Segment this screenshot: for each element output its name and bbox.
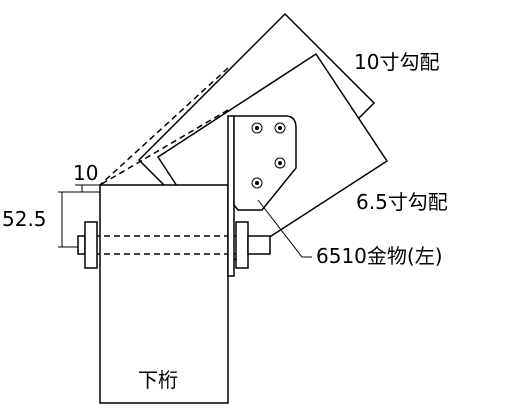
lower-beam (99, 184, 229, 404)
projection-line-10 (99, 67, 229, 186)
washer-right (235, 221, 249, 269)
bolt-nut-right (247, 235, 271, 255)
projection-line-65 (99, 109, 229, 186)
label-pitch-65: 6.5寸勾配 (356, 190, 448, 214)
bracket-bolt-holes (251, 122, 286, 189)
label-dim-525: 52.5 (2, 207, 47, 231)
label-pitch-10: 10寸勾配 (354, 50, 439, 74)
label-dim-10: 10 (73, 161, 98, 185)
hardware-bracket (233, 115, 297, 211)
label-hardware: 6510金物(左) (316, 244, 443, 268)
washer-left (84, 221, 98, 269)
hardware-leader-line (257, 199, 312, 258)
hardware-vertical-plate (227, 115, 235, 277)
bolt-head-left (77, 235, 86, 255)
label-lower-beam: 下桁 (138, 368, 178, 392)
